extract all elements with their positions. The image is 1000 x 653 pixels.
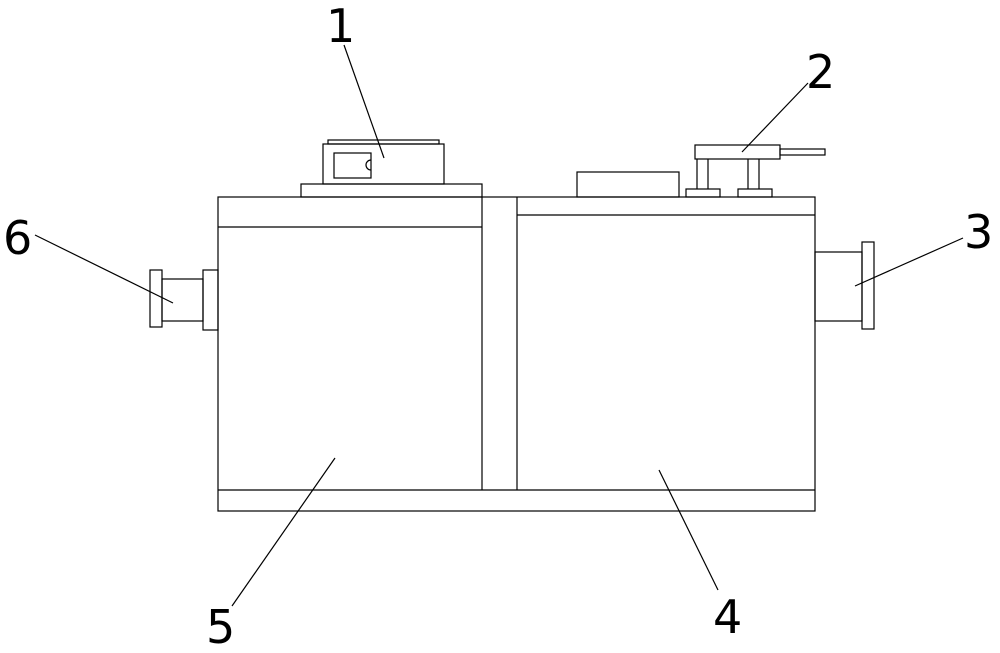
top-device-1 — [300, 139, 483, 198]
leader-5 — [231, 457, 336, 607]
leader-1 — [343, 44, 385, 159]
device-1-knob — [365, 159, 372, 171]
left-pipe-flange — [149, 269, 163, 328]
right-pipe-3 — [814, 241, 875, 330]
device-2-foot-left — [685, 188, 721, 198]
leader-3 — [854, 237, 964, 287]
left-pipe-collar — [202, 269, 219, 331]
device-1-window — [333, 152, 372, 179]
label-5: 5 — [206, 600, 235, 653]
device-1-base — [300, 183, 483, 198]
leader-lines — [34, 44, 964, 607]
device-1-lid — [327, 139, 440, 145]
left-pipe-6 — [149, 269, 219, 331]
device-2-handle — [779, 148, 826, 156]
label-1: 1 — [326, 0, 355, 53]
top-device-2 — [576, 144, 826, 198]
right-pipe-body — [814, 251, 863, 322]
label-4: 4 — [713, 590, 742, 644]
label-3: 3 — [964, 205, 993, 259]
right-pipe-flange — [861, 241, 875, 330]
leader-6 — [34, 234, 174, 304]
label-6: 6 — [3, 211, 32, 265]
device-2-foot-right — [737, 188, 773, 198]
device-2-crossbar — [694, 144, 781, 160]
top-block — [576, 171, 680, 198]
leader-2 — [741, 82, 809, 153]
leader-4 — [658, 469, 719, 591]
label-2: 2 — [806, 45, 835, 99]
reference-numerals: 1 2 3 4 5 6 — [3, 0, 993, 653]
main-tank — [217, 196, 816, 512]
